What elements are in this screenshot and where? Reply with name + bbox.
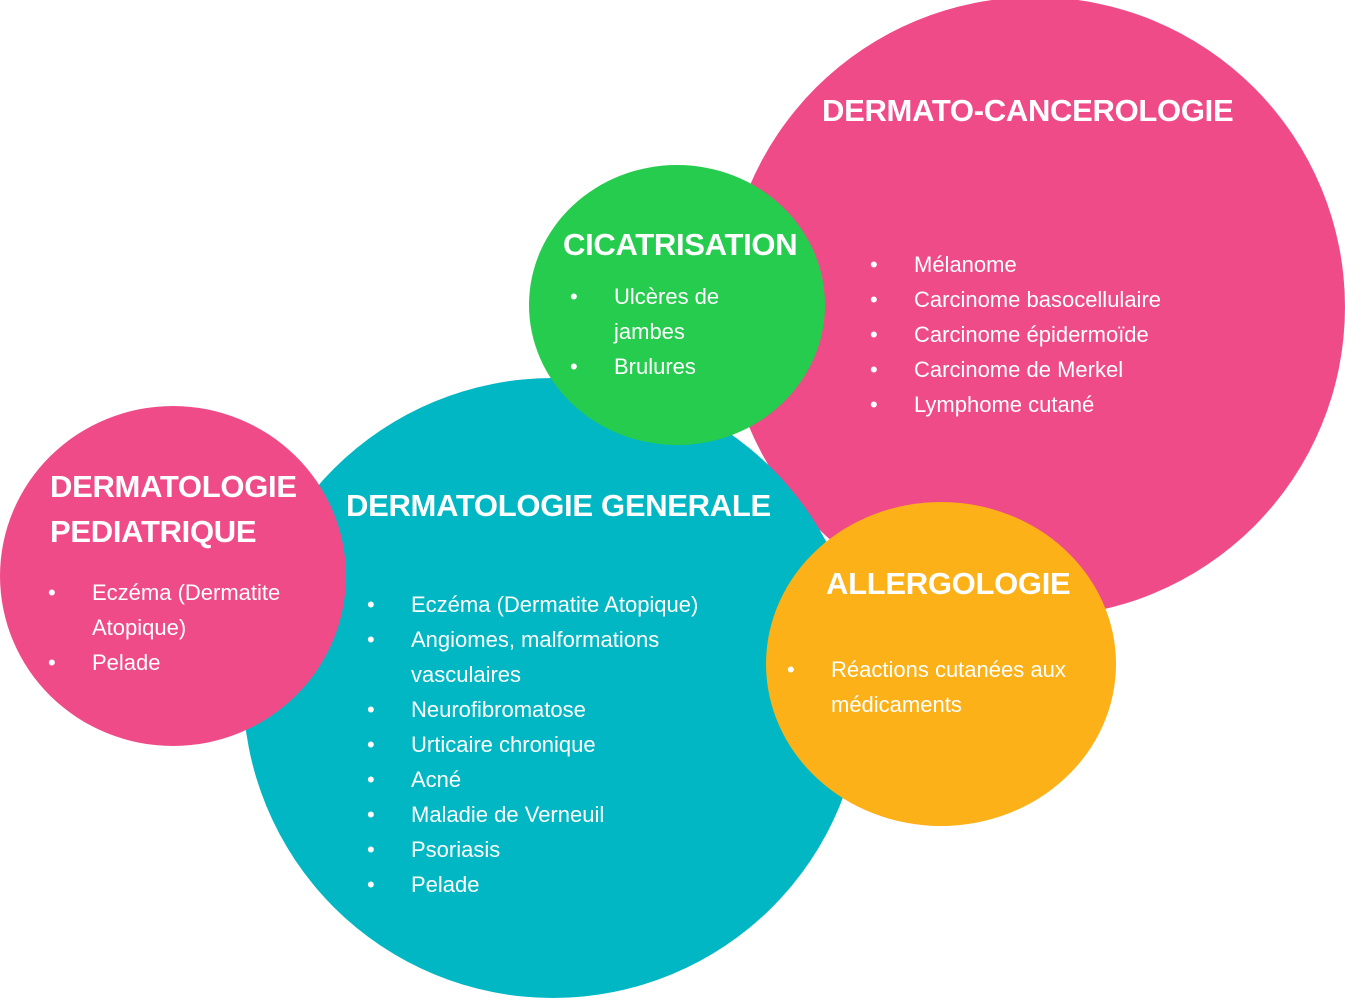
allergologie-list-item-text: Réactions cutanées aux médicaments	[831, 657, 1066, 717]
pediatrique-title-text: DERMATOLOGIE PEDIATRIQUE	[50, 469, 297, 549]
allergologie-list-item: • Réactions cutanées aux médicaments	[783, 652, 1083, 722]
cancero-list-item: • Carcinome épidermoïde	[866, 317, 1286, 352]
bullet-icon: •	[367, 697, 375, 722]
cancero-title: DERMATO-CANCEROLOGIE	[822, 88, 1234, 133]
cancero-list: • Mélanome • Carcinome basocellulaire • Carci…	[866, 247, 1286, 422]
cicatrisation-list-item-text: Ulcères de jambes	[614, 284, 720, 344]
generale-title-text: DERMATOLOGIE GENERALE	[346, 488, 771, 523]
cancero-list-item: • Lymphome cutané	[866, 387, 1286, 422]
allergologie-title: ALLERGOLOGIE	[826, 561, 1071, 606]
bullet-icon: •	[870, 322, 878, 347]
generale-list-item-text: Neurofibromatose	[411, 697, 586, 722]
pediatrique-list-item-text: Eczéma (Dermatite Atopique)	[92, 580, 281, 640]
pediatrique-list-item: • Eczéma (Dermatite Atopique)	[44, 575, 334, 645]
bullet-icon: •	[870, 357, 878, 382]
cicatrisation-list: • Ulcères de jambes • Brulures	[566, 279, 766, 384]
cancero-title-text: DERMATO-CANCEROLOGIE	[822, 93, 1234, 128]
generale-list: • Eczéma (Dermatite Atopique) • Angiomes, m…	[363, 587, 753, 902]
bullet-icon: •	[367, 592, 375, 617]
generale-title: DERMATOLOGIE GENERALE	[346, 483, 771, 528]
generale-list-item-text: Eczéma (Dermatite Atopique)	[411, 592, 699, 617]
generale-list-item: • Urticaire chronique	[363, 727, 753, 762]
generale-list-item: • Angiomes, malformations vasculaires	[363, 622, 753, 692]
cicatrisation-title: CICATRISATION	[563, 222, 798, 267]
cancero-list-item-text: Carcinome basocellulaire	[914, 287, 1162, 312]
bullet-icon: •	[367, 872, 375, 897]
generale-list-item: • Neurofibromatose	[363, 692, 753, 727]
generale-list-item: • Maladie de Verneuil	[363, 797, 753, 832]
pediatrique-list-item-text: Pelade	[92, 650, 161, 675]
allergologie-list: • Réactions cutanées aux médicaments	[783, 652, 1083, 722]
cicatrisation-title-text: CICATRISATION	[563, 227, 798, 262]
cancero-list-item: • Carcinome de Merkel	[866, 352, 1286, 387]
bullet-icon: •	[367, 627, 375, 652]
bullet-icon: •	[367, 732, 375, 757]
pediatrique-list-item: • Pelade	[44, 645, 334, 680]
bullet-icon: •	[570, 284, 578, 309]
generale-list-item-text: Angiomes, malformations vasculaires	[411, 627, 660, 687]
cancero-list-item: • Carcinome basocellulaire	[866, 282, 1286, 317]
allergologie-title-text: ALLERGOLOGIE	[826, 566, 1071, 601]
cicatrisation-list-item: • Ulcères de jambes	[566, 279, 766, 349]
circle-dermato-cancerologie	[725, 0, 1345, 617]
generale-list-item: • Eczéma (Dermatite Atopique)	[363, 587, 753, 622]
cancero-list-item-text: Mélanome	[914, 252, 1017, 277]
circle-dermatologie-generale	[243, 378, 863, 998]
bullet-icon: •	[367, 802, 375, 827]
pediatrique-list: • Eczéma (Dermatite Atopique) • Pelade	[44, 575, 334, 680]
cicatrisation-list-item: • Brulures	[566, 349, 766, 384]
circle-cicatrisation	[529, 165, 825, 445]
bullet-icon: •	[48, 650, 56, 675]
generale-list-item: • Pelade	[363, 867, 753, 902]
generale-list-item-text: Maladie de Verneuil	[411, 802, 605, 827]
pediatrique-title: DERMATOLOGIE PEDIATRIQUE	[50, 464, 310, 554]
generale-list-item-text: Psoriasis	[411, 837, 501, 862]
cicatrisation-list-item-text: Brulures	[614, 354, 696, 379]
cancero-list-item-text: Carcinome de Merkel	[914, 357, 1124, 382]
bullet-icon: •	[787, 657, 795, 682]
generale-list-item: • Psoriasis	[363, 832, 753, 867]
circle-allergologie	[766, 502, 1116, 826]
bullet-icon: •	[870, 287, 878, 312]
cancero-list-item: • Mélanome	[866, 247, 1286, 282]
cancero-list-item-text: Carcinome épidermoïde	[914, 322, 1149, 347]
circle-dermatologie-pediatrique	[0, 406, 346, 746]
bullet-icon: •	[870, 392, 878, 417]
bullet-icon: •	[870, 252, 878, 277]
bullet-icon: •	[48, 580, 56, 605]
generale-list-item-text: Urticaire chronique	[411, 732, 596, 757]
bullet-icon: •	[367, 837, 375, 862]
bullet-icon: •	[367, 767, 375, 792]
generale-list-item: • Acné	[363, 762, 753, 797]
generale-list-item-text: Pelade	[411, 872, 480, 897]
bullet-icon: •	[570, 354, 578, 379]
generale-list-item-text: Acné	[411, 767, 462, 792]
cancero-list-item-text: Lymphome cutané	[914, 392, 1095, 417]
